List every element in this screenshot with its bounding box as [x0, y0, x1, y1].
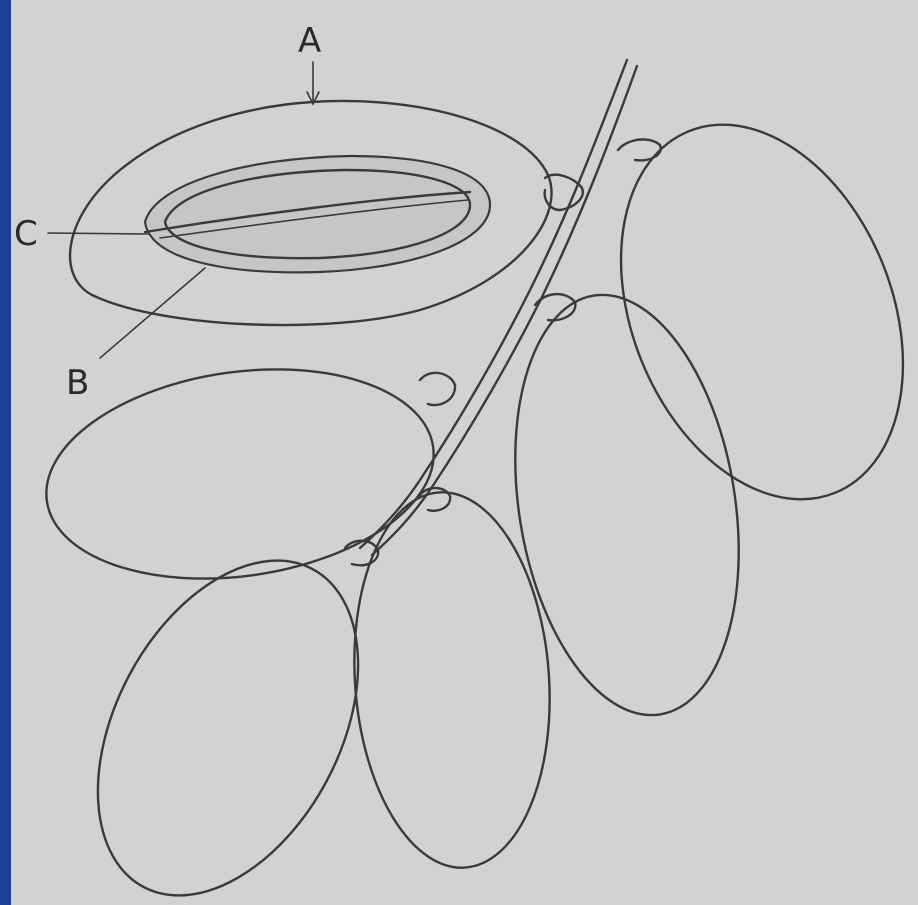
- leader-c: [48, 233, 148, 234]
- cap: [420, 373, 455, 405]
- cut-fruit: [70, 101, 583, 325]
- whole-fruit-right: [568, 83, 918, 542]
- label-c: C: [14, 214, 38, 254]
- cap: [535, 294, 575, 320]
- label-a: A: [298, 21, 321, 61]
- whole-fruit-bottom-left: [45, 516, 412, 905]
- cap: [618, 139, 661, 160]
- whole-fruit-left: [33, 346, 455, 602]
- whole-fruit-bottom-center: [342, 486, 562, 875]
- stalk: [360, 60, 637, 555]
- seed-coat: [145, 156, 490, 272]
- label-b: B: [66, 363, 89, 403]
- leader-b: [100, 268, 205, 358]
- whole-fruit-middle-right: [487, 279, 767, 732]
